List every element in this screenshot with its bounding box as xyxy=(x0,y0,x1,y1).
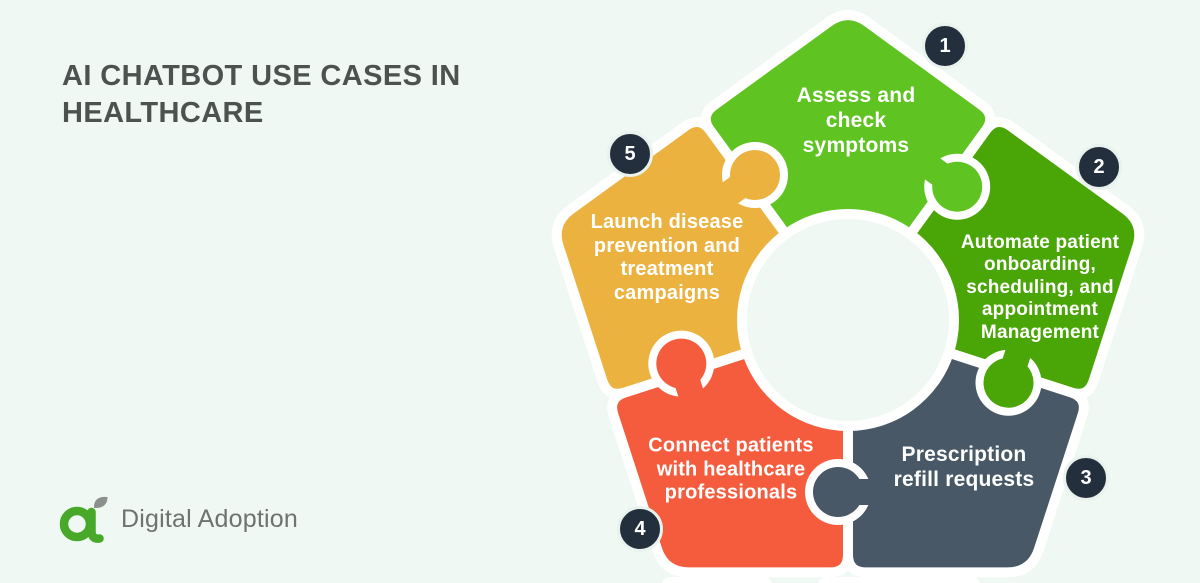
piece-badge-5: 5 xyxy=(607,131,653,177)
puzzle-piece-4 xyxy=(607,347,853,578)
cropped-white-tab-left xyxy=(662,577,772,583)
knob-4 xyxy=(813,467,863,517)
piece-label-5: Launch disease prevention and treatment … xyxy=(590,210,744,304)
piece-label-3: Prescription refill requests xyxy=(893,443,1035,491)
piece-label-4: Connect patients with healthcare profess… xyxy=(648,434,814,504)
badge-number-1: 1 xyxy=(939,34,951,57)
piece-badge-3: 3 xyxy=(1063,455,1109,501)
cropped-white-tab-right xyxy=(818,577,980,583)
badge-number-3: 3 xyxy=(1080,466,1092,489)
logo-leaf-icon xyxy=(93,496,108,509)
piece-badge-4: 4 xyxy=(617,506,663,552)
knob-2 xyxy=(932,161,983,212)
knob-1 xyxy=(730,150,780,200)
page-title: AI CHATBOT USE CASES IN HEALTHCARE xyxy=(62,60,461,130)
logo-tail xyxy=(87,507,104,543)
piece-badge-1: 1 xyxy=(922,23,968,69)
badge-number-5: 5 xyxy=(624,142,636,165)
knob-3 xyxy=(983,357,1034,408)
logo-text: Digital Adoption xyxy=(121,504,298,533)
badge-number-2: 2 xyxy=(1093,155,1105,178)
logo-mark-icon xyxy=(59,496,108,543)
badge-number-4: 4 xyxy=(634,517,646,540)
logo: Digital Adoption xyxy=(58,492,298,546)
piece-badge-2: 2 xyxy=(1076,144,1122,190)
knob-5 xyxy=(656,338,707,389)
piece-label-1: Assess and check symptoms xyxy=(796,83,916,157)
piece-label-2: Automate patient onboarding, scheduling,… xyxy=(960,231,1120,343)
